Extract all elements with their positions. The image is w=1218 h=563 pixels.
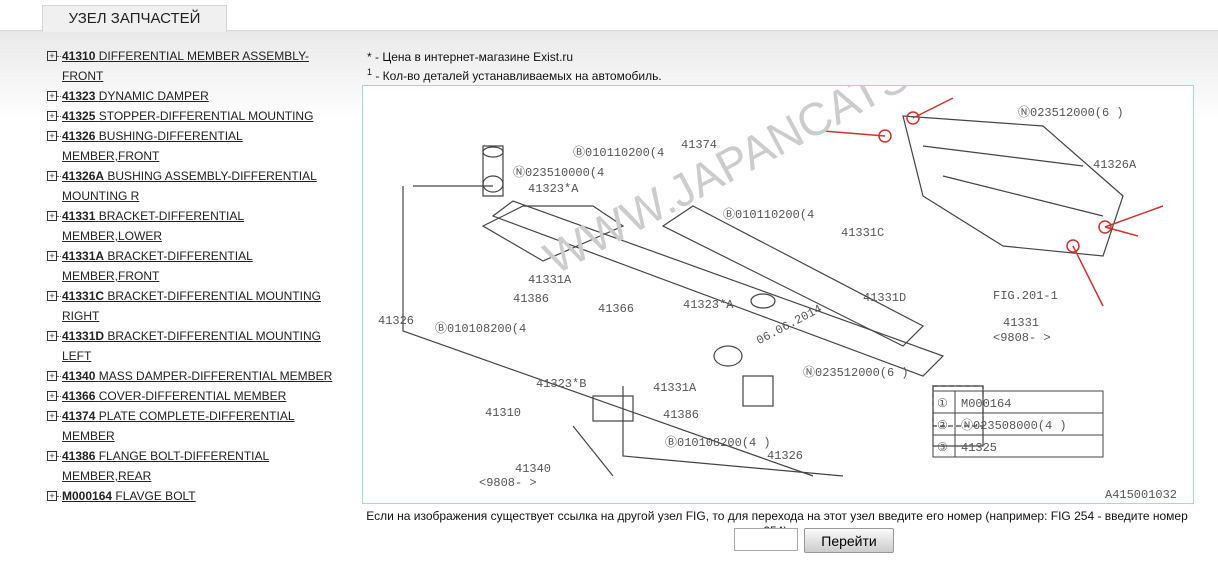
expand-icon[interactable]: + [47, 371, 57, 381]
part-link[interactable]: 41386 FLANGE BOLT-DIFFERENTIAL MEMBER,RE… [62, 449, 270, 483]
tab-parts-node[interactable]: УЗЕЛ ЗАПЧАСТЕЙ [42, 5, 227, 32]
part-link[interactable]: 41374 PLATE COMPLETE-DIFFERENTIAL MEMBER [62, 409, 295, 443]
callout-label[interactable]: 41386 [663, 408, 699, 422]
legend-value: 41325 [961, 441, 997, 455]
part-item[interactable]: +41374 PLATE COMPLETE-DIFFERENTIAL MEMBE… [47, 406, 337, 446]
callout-label[interactable]: 41326 [767, 449, 803, 463]
callout-label[interactable]: 41323*B [536, 377, 586, 391]
legend-num: ① [937, 397, 948, 411]
fig-number-input[interactable] [734, 528, 798, 551]
expand-icon[interactable]: + [47, 51, 57, 61]
part-item[interactable]: +41310 DIFFERENTIAL MEMBER ASSEMBLY-FRON… [47, 46, 337, 86]
part-link[interactable]: 41326A BUSHING ASSEMBLY-DIFFERENTIAL MOU… [62, 169, 317, 203]
callout-label[interactable]: 41326A [1093, 158, 1137, 172]
part-link[interactable]: 41366 COVER-DIFFERENTIAL MEMBER [62, 389, 287, 403]
legend-table [932, 390, 1104, 458]
callout-label[interactable]: <9808- > [993, 331, 1051, 345]
callout-label[interactable]: 41331 [1003, 316, 1039, 330]
part-link[interactable]: 41326 BUSHING-DIFFERENTIAL MEMBER,FRONT [62, 129, 243, 163]
callout-label[interactable]: Ⓝ023512000(6 ) [803, 365, 909, 380]
part-link[interactable]: 41325 STOPPER-DIFFERENTIAL MOUNTING [62, 109, 314, 123]
part-item[interactable]: +41325 STOPPER-DIFFERENTIAL MOUNTING [47, 106, 337, 126]
callout-label[interactable]: 41326 [378, 314, 414, 328]
callout-label[interactable]: Ⓑ010108200(4 ) [665, 435, 771, 450]
legend-value: Ⓝ023508000(4 ) [961, 418, 1067, 433]
part-link[interactable]: 41331D BRACKET-DIFFERENTIAL MOUNTING LEF… [62, 329, 321, 363]
expand-icon[interactable]: + [47, 91, 57, 101]
expand-icon[interactable]: + [47, 491, 57, 501]
part-item[interactable]: +41331D BRACKET-DIFFERENTIAL MOUNTING LE… [47, 326, 337, 366]
part-item[interactable]: +41340 MASS DAMPER-DIFFERENTIAL MEMBER [47, 366, 337, 386]
callout-label[interactable]: 41323*A [683, 298, 734, 312]
callout-label[interactable]: 41386 [513, 292, 549, 306]
watermark-date: 06.06.2014 [754, 302, 824, 348]
callout-label[interactable]: 41331A [528, 273, 572, 287]
part-link[interactable]: 41310 DIFFERENTIAL MEMBER ASSEMBLY-FRONT [62, 49, 309, 83]
go-button[interactable]: Перейти [804, 528, 894, 553]
legend-num: ② [937, 419, 948, 433]
part-item[interactable]: +41366 COVER-DIFFERENTIAL MEMBER [47, 386, 337, 406]
note-quantity: 1 - Кол-во деталей устанавливаемых на ав… [367, 67, 662, 83]
expand-icon[interactable]: + [47, 451, 57, 461]
callout-label[interactable]: Ⓝ023512000(6 ) [1018, 105, 1124, 120]
legend-value: M000164 [961, 397, 1011, 411]
callout-label[interactable]: Ⓑ010108200(4 [435, 321, 526, 336]
notes: * - Цена в интернет-магазине Exist.ru 1 … [367, 50, 662, 84]
diagram-code: A415001032 [1105, 488, 1177, 502]
callout-label[interactable]: 41331A [653, 381, 697, 395]
part-item[interactable]: +41323 DYNAMIC DAMPER [47, 86, 337, 106]
callout-label[interactable]: 41323*A [528, 182, 579, 196]
highlight-markers [822, 97, 1164, 307]
part-item[interactable]: + M000164 FLAVGE BOLT [47, 486, 337, 506]
part-link[interactable]: 41331 BRACKET-DIFFERENTIAL MEMBER,LOWER [62, 209, 245, 243]
part-item[interactable]: +41386 FLANGE BOLT-DIFFERENTIAL MEMBER,R… [47, 446, 337, 486]
callout-label[interactable]: 41331C [841, 226, 884, 240]
callout-label[interactable]: 41310 [485, 406, 521, 420]
part-item[interactable]: +41326 BUSHING-DIFFERENTIAL MEMBER,FRONT [47, 126, 337, 166]
callout-label[interactable]: 41374 [681, 138, 717, 152]
callout-label[interactable]: Ⓝ023510000(4 [513, 165, 604, 180]
expand-icon[interactable]: + [47, 111, 57, 121]
legend-num: ③ [937, 441, 948, 455]
part-item[interactable]: +41331 BRACKET-DIFFERENTIAL MEMBER,LOWER [47, 206, 337, 246]
part-link[interactable]: 41331A BRACKET-DIFFERENTIAL MEMBER,FRONT [62, 249, 253, 283]
part-link[interactable]: 41331C BRACKET-DIFFERENTIAL MOUNTING RIG… [62, 289, 321, 323]
parts-list: +41310 DIFFERENTIAL MEMBER ASSEMBLY-FRON… [47, 46, 337, 506]
callout-label[interactable]: <9808- > [479, 476, 537, 490]
callout-label[interactable]: 41366 [598, 302, 634, 316]
watermark: WWW.JAPANCATS.RU [536, 86, 988, 284]
expand-icon[interactable]: + [47, 411, 57, 421]
part-link[interactable]: 41323 DYNAMIC DAMPER [62, 89, 209, 103]
callout-label[interactable]: Ⓑ010110200(4 [573, 145, 664, 160]
callout-label[interactable]: 41331D [863, 291, 906, 305]
part-link[interactable]: M000164 FLAVGE BOLT [62, 489, 196, 503]
part-link[interactable]: 41340 MASS DAMPER-DIFFERENTIAL MEMBER [62, 369, 333, 383]
part-item[interactable]: +41331C BRACKET-DIFFERENTIAL MOUNTING RI… [47, 286, 337, 326]
expand-icon[interactable]: + [47, 131, 57, 141]
expand-icon[interactable]: + [47, 211, 57, 221]
expand-icon[interactable]: + [47, 291, 57, 301]
callout-label[interactable]: 41340 [515, 462, 551, 476]
part-item[interactable]: +41326A BUSHING ASSEMBLY-DIFFERENTIAL MO… [47, 166, 337, 206]
expand-icon[interactable]: + [47, 391, 57, 401]
note-price: * - Цена в интернет-магазине Exist.ru [367, 50, 574, 64]
expand-icon[interactable]: + [47, 171, 57, 181]
callout-label[interactable]: Ⓑ010110200(4 [723, 207, 814, 222]
callout-label[interactable]: FIG.201-1 [993, 289, 1058, 303]
expand-icon[interactable]: + [47, 251, 57, 261]
expand-icon[interactable]: + [47, 331, 57, 341]
part-item[interactable]: +41331A BRACKET-DIFFERENTIAL MEMBER,FRON… [47, 246, 337, 286]
